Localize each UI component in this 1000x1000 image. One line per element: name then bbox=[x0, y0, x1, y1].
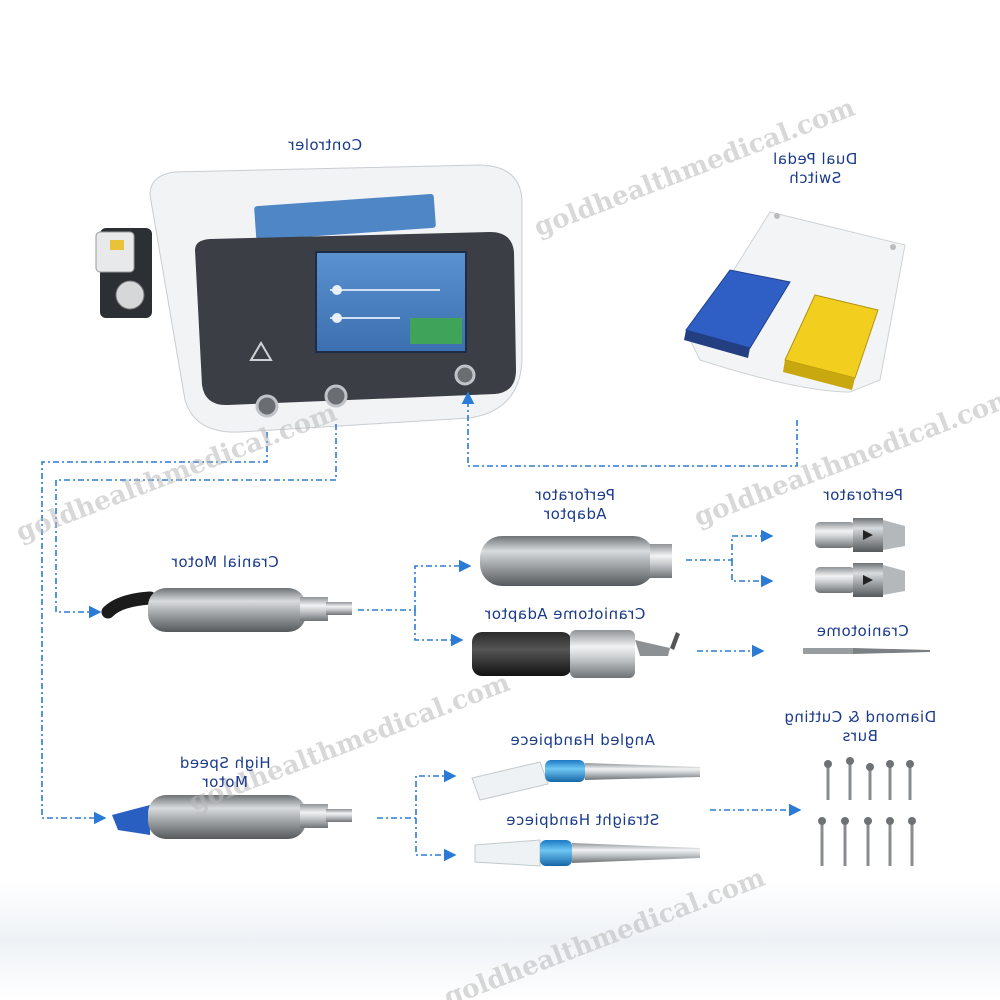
label-diamond-cutting-burs-line-1: Diamond & Cutting bbox=[783, 708, 937, 726]
label-diamond-cutting-burs-line-2: Burs bbox=[842, 727, 878, 745]
controller-top-label-strip bbox=[254, 193, 436, 241]
label-dual-pedal-switch: Dual Pedal Switch bbox=[750, 150, 880, 188]
connectors bbox=[41, 391, 802, 862]
perforator-adaptor bbox=[480, 536, 672, 586]
motor-port-2 bbox=[324, 384, 348, 408]
perforator-bit-2 bbox=[815, 563, 905, 597]
connector-pedal-controller bbox=[461, 391, 798, 467]
label-high-speed-motor-line-2: Motor bbox=[202, 773, 248, 791]
perforator-bit-1 bbox=[815, 518, 905, 552]
screen-start-button bbox=[410, 318, 462, 344]
connector-controller-cranial-motor bbox=[55, 424, 337, 619]
cranial-motor bbox=[101, 588, 352, 632]
pedal-blue bbox=[685, 269, 791, 349]
label-straight-handpiece: Straight Handpiece bbox=[505, 811, 660, 829]
warning-triangle-icon bbox=[249, 341, 273, 361]
label-craniotome-adaptor: Craniotome Adaptor bbox=[484, 605, 646, 623]
dual-pedal-switch bbox=[684, 211, 906, 393]
label-controller: Controler bbox=[287, 136, 363, 154]
craniotome-bit bbox=[803, 648, 930, 654]
connector-cranial-perforator-adaptor bbox=[358, 559, 472, 611]
connector-controller-high-speed-motor bbox=[41, 432, 268, 825]
label-diamond-cutting-burs: Diamond & Cutting Burs bbox=[760, 708, 960, 746]
connector-adaptor-perforator-1 bbox=[686, 529, 774, 561]
burs-row-top bbox=[824, 757, 914, 800]
label-high-speed-motor-line-1: High Speed bbox=[179, 754, 271, 772]
controller-unit bbox=[95, 164, 523, 433]
burs-row-bottom bbox=[818, 817, 916, 866]
craniotome-adaptor bbox=[472, 630, 680, 678]
label-dual-pedal-switch-line-1: Dual Pedal bbox=[772, 150, 858, 168]
label-perforator: Perforator bbox=[823, 486, 903, 504]
label-craniotome: Craniotome bbox=[816, 622, 909, 640]
connector-cranial-craniotome-adaptor bbox=[414, 610, 464, 647]
label-perforator-adaptor: Perforator Adaptor bbox=[510, 486, 640, 524]
pedal-yellow bbox=[784, 294, 879, 379]
label-perforator-adaptor-line-2: Adaptor bbox=[543, 505, 607, 523]
connector-highspeed-angled bbox=[377, 769, 457, 819]
label-perforator-adaptor-line-1: Perforator bbox=[535, 486, 615, 504]
straight-handpiece bbox=[474, 839, 700, 867]
motor-port-1 bbox=[255, 394, 279, 418]
burs-group bbox=[818, 757, 916, 866]
angled-handpiece bbox=[471, 760, 700, 801]
label-cranial-motor: Cranial Motor bbox=[171, 553, 279, 571]
label-high-speed-motor: High Speed Motor bbox=[160, 754, 290, 792]
connector-adaptor-perforator-2 bbox=[731, 560, 774, 588]
label-dual-pedal-switch-line-2: Switch bbox=[788, 169, 842, 187]
connector-highspeed-straight bbox=[415, 818, 457, 862]
high-speed-motor bbox=[112, 795, 352, 839]
pedal-port bbox=[454, 364, 476, 386]
label-angled-handpiece: Angled Handpiece bbox=[510, 731, 655, 749]
